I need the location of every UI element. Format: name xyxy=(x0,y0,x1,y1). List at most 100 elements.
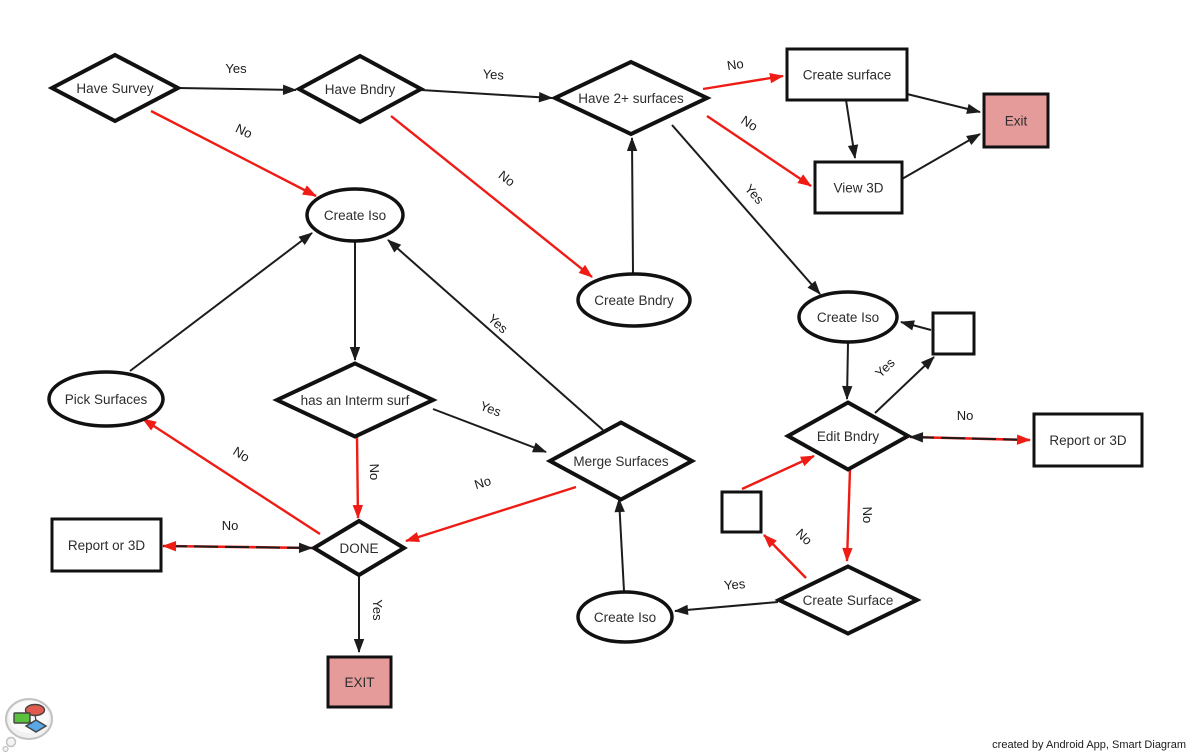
edge-line xyxy=(129,232,313,372)
node-square-right xyxy=(931,311,976,356)
edge-line xyxy=(387,239,604,431)
edge-label-have-bndry-create-bndry: No xyxy=(496,167,518,189)
edge-interm-surf-merge-surfaces: Yes xyxy=(432,398,547,453)
edge-square-left-edit-bndry xyxy=(741,454,815,491)
edge-label-edit-bndry-report-3d-right: No xyxy=(957,408,974,423)
arrowhead-icon xyxy=(298,232,313,245)
arrowhead-icon xyxy=(842,547,853,562)
view-3d-shape xyxy=(813,160,904,215)
exit-bottom-label: EXIT xyxy=(344,675,374,690)
edge-line xyxy=(671,124,821,295)
edge-line xyxy=(162,545,313,549)
edge-line xyxy=(355,436,360,519)
edge-label-report-3d-left-done: No xyxy=(222,518,239,533)
merge-surfaces-shape xyxy=(545,420,697,502)
create-bndry-shape xyxy=(576,272,692,328)
create-iso-right-label: Create Iso xyxy=(817,310,879,325)
merge-surfaces-label: Merge Surfaces xyxy=(573,454,669,469)
create-iso-right-shape xyxy=(797,290,899,344)
arrowhead-icon xyxy=(349,347,361,361)
create-bndry-label: Create Bndry xyxy=(594,293,674,308)
create-iso-bottom-label: Create Iso xyxy=(594,610,656,625)
edge-have-survey-create-iso-left: No xyxy=(150,109,317,198)
exit-top-label: Exit xyxy=(1005,114,1028,129)
square-left-shape xyxy=(720,490,763,534)
edge-view-3d-exit-top xyxy=(901,133,981,180)
arrowhead-icon xyxy=(966,133,981,146)
edge-label-have-bndry-have-2plus-surfaces: Yes xyxy=(482,66,505,82)
edge-edit-bndry-report-3d-right: No xyxy=(909,408,1031,445)
edge-done-pick-surfaces: No xyxy=(142,417,321,536)
edge-create-surface-diamond-square-left: No xyxy=(763,526,815,579)
exit-top-shape xyxy=(982,92,1050,149)
arrowhead-icon xyxy=(298,542,313,554)
edge-line xyxy=(706,115,812,187)
done-shape xyxy=(310,518,408,578)
node-have-2plus-surfaces: Have 2+ surfaces xyxy=(550,59,712,137)
node-square-left xyxy=(720,490,763,534)
edge-create-iso-left-interm-surf xyxy=(349,241,361,361)
node-pick-surfaces: Pick Surfaces xyxy=(47,370,165,428)
have-survey-label: Have Survey xyxy=(76,81,154,96)
arrowhead-icon xyxy=(405,532,420,543)
create-iso-left-shape xyxy=(305,187,405,243)
have-2plus-surfaces-shape xyxy=(550,59,712,137)
smart-diagram-app-logo-icon xyxy=(2,698,53,753)
edge-label-interm-surf-done: No xyxy=(367,463,383,480)
arrowhead-icon xyxy=(900,320,915,331)
arrowhead-icon xyxy=(800,455,815,467)
create-surface-diamond-label: Create Surface xyxy=(803,593,894,608)
arrowhead-icon xyxy=(538,92,553,103)
edge-pick-surfaces-create-iso-left xyxy=(129,232,313,372)
edge-label-interm-surf-merge-surfaces: Yes xyxy=(478,398,504,420)
node-merge-surfaces: Merge Surfaces xyxy=(545,420,697,502)
create-iso-bottom-shape xyxy=(576,590,674,644)
edge-have-2plus-surfaces-create-iso-right: Yes xyxy=(671,124,821,295)
edge-line xyxy=(702,74,784,91)
edge-create-iso-bottom-merge-surfaces xyxy=(614,498,625,592)
edge-line xyxy=(741,454,815,491)
interm-surf-label: has an Interm surf xyxy=(301,393,410,408)
node-exit-top: Exit xyxy=(982,92,1050,149)
edge-line xyxy=(618,498,625,592)
report-3d-left-label: Report or 3D xyxy=(68,538,146,553)
arrowhead-icon xyxy=(807,280,821,295)
edge-have-survey-have-bndry: Yes xyxy=(177,61,297,95)
arrowhead-icon xyxy=(142,418,157,431)
node-create-surface-diamond: Create Surface xyxy=(774,564,922,636)
edge-line xyxy=(631,137,634,275)
exit-bottom-shape xyxy=(326,655,393,709)
have-2plus-surfaces-label: Have 2+ surfaces xyxy=(578,91,684,106)
mini-flowchart-icon xyxy=(13,703,48,733)
node-exit-bottom: EXIT xyxy=(326,655,393,709)
edit-bndry-label: Edit Bndry xyxy=(817,429,880,444)
report-3d-right-label: Report or 3D xyxy=(1049,433,1127,448)
have-bndry-shape xyxy=(294,53,426,125)
edge-line xyxy=(177,87,297,91)
edge-line xyxy=(901,133,981,180)
edge-merge-surfaces-done: No xyxy=(405,473,577,543)
arrowhead-icon xyxy=(763,534,777,548)
create-iso-left-label: Create Iso xyxy=(324,208,386,223)
pick-surfaces-label: Pick Surfaces xyxy=(65,392,148,407)
create-surface-box-label: Create surface xyxy=(803,68,892,83)
edge-label-create-surface-diamond-square-left: No xyxy=(793,526,815,548)
edge-edit-bndry-square-right: Yes xyxy=(872,355,935,414)
edge-label-merge-surfaces-done: No xyxy=(473,473,493,492)
arrowhead-icon xyxy=(674,604,689,616)
edge-line xyxy=(142,417,321,536)
edge-create-bndry-have-2plus-surfaces xyxy=(626,137,638,275)
pick-surfaces-shape xyxy=(47,370,165,428)
edge-have-bndry-create-bndry: No xyxy=(390,115,593,278)
node-edit-bndry: Edit Bndry xyxy=(783,400,913,472)
arrowhead-icon xyxy=(626,137,638,152)
node-create-iso-right: Create Iso xyxy=(797,290,899,344)
edge-report-3d-left-done: No xyxy=(162,518,313,554)
edge-line xyxy=(390,115,593,278)
edge-label-merge-surfaces-create-iso-left: Yes xyxy=(485,311,511,337)
edge-create-surface-diamond-create-iso-bottom: Yes xyxy=(674,576,779,616)
edge-label-have-survey-have-bndry: Yes xyxy=(225,61,247,76)
interm-surf-shape xyxy=(272,361,438,439)
edge-create-surface-box-view-3d xyxy=(845,99,859,159)
edge-label-edit-bndry-create-surface-diamond: No xyxy=(860,506,876,523)
